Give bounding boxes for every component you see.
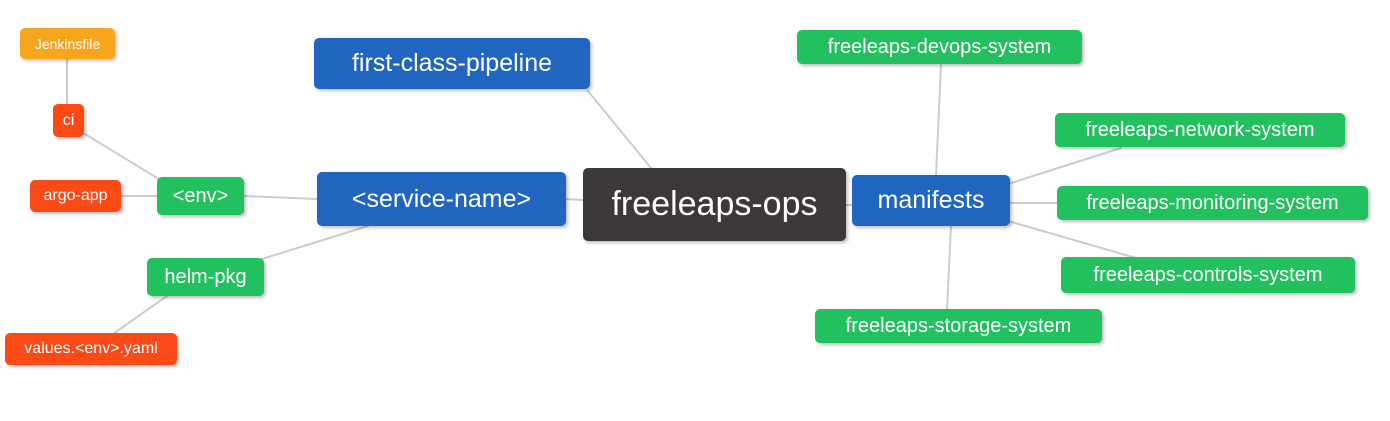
edge-manifests-devops-system bbox=[935, 64, 942, 176]
edge-manifests-controls-system bbox=[1007, 220, 1137, 259]
node-helm-pkg[interactable]: helm-pkg bbox=[147, 258, 264, 296]
edge-service-name-helm-pkg bbox=[261, 225, 369, 260]
node-freeleaps-network-system[interactable]: freeleaps-network-system bbox=[1055, 113, 1345, 147]
edge-manifests-network-system bbox=[1007, 147, 1122, 185]
edge-root-first-class-pipeline bbox=[587, 90, 652, 169]
node-values-env-yaml[interactable]: values.<env>.yaml bbox=[5, 333, 177, 365]
node-freeleaps-monitoring-system[interactable]: freeleaps-monitoring-system bbox=[1057, 186, 1368, 220]
edge-manifests-storage-system bbox=[946, 225, 952, 311]
node-manifests[interactable]: manifests bbox=[852, 175, 1010, 226]
node-env[interactable]: <env> bbox=[157, 177, 244, 215]
node-jenkinsfile[interactable]: Jenkinsfile bbox=[20, 28, 115, 59]
edge-helm-pkg-values-env-yaml bbox=[112, 295, 168, 335]
node-service-name[interactable]: <service-name> bbox=[317, 172, 566, 226]
node-freeleaps-ops[interactable]: freeleaps-ops bbox=[583, 168, 846, 241]
node-argo-app[interactable]: argo-app bbox=[30, 180, 121, 212]
node-ci[interactable]: ci bbox=[53, 104, 84, 137]
edge-env-ci bbox=[84, 133, 163, 182]
node-freeleaps-storage-system[interactable]: freeleaps-storage-system bbox=[815, 309, 1102, 343]
edge-service-name-env bbox=[243, 195, 318, 200]
node-freeleaps-controls-system[interactable]: freeleaps-controls-system bbox=[1061, 257, 1355, 293]
node-first-class-pipeline[interactable]: first-class-pipeline bbox=[314, 38, 590, 89]
node-freeleaps-devops-system[interactable]: freeleaps-devops-system bbox=[797, 30, 1082, 64]
edge-root-service-name bbox=[565, 198, 584, 201]
